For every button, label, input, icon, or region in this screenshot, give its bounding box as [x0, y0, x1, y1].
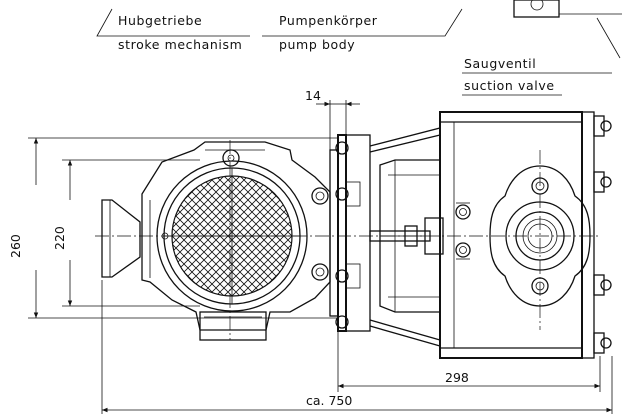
label-hubgetriebe: Hubgetriebe [118, 13, 202, 28]
top-labels: Hubgetriebe stroke mechanism Pumpenkörpe… [96, 0, 622, 96]
label-pumpenkoerper: Pumpenkörper [279, 13, 378, 28]
label-saugventil: Saugventil [464, 56, 536, 71]
label-suction-valve: suction valve [464, 78, 555, 93]
suction-valve-detail [513, 0, 560, 18]
pump-body [439, 111, 612, 359]
cover-studs [593, 115, 612, 354]
dimension-260: 260 [8, 234, 23, 258]
dimension-750: ca. 750 [306, 393, 352, 408]
dimension-14: 14 [305, 88, 321, 103]
label-pump-body: pump body [279, 37, 355, 52]
dimension-220: 220 [52, 226, 67, 250]
flange-lantern [329, 127, 444, 347]
stroke-mechanism-body [101, 141, 331, 341]
dimension-lines [28, 100, 613, 414]
dimension-298: 298 [445, 370, 469, 385]
label-stroke-mechanism: stroke mechanism [118, 37, 242, 52]
